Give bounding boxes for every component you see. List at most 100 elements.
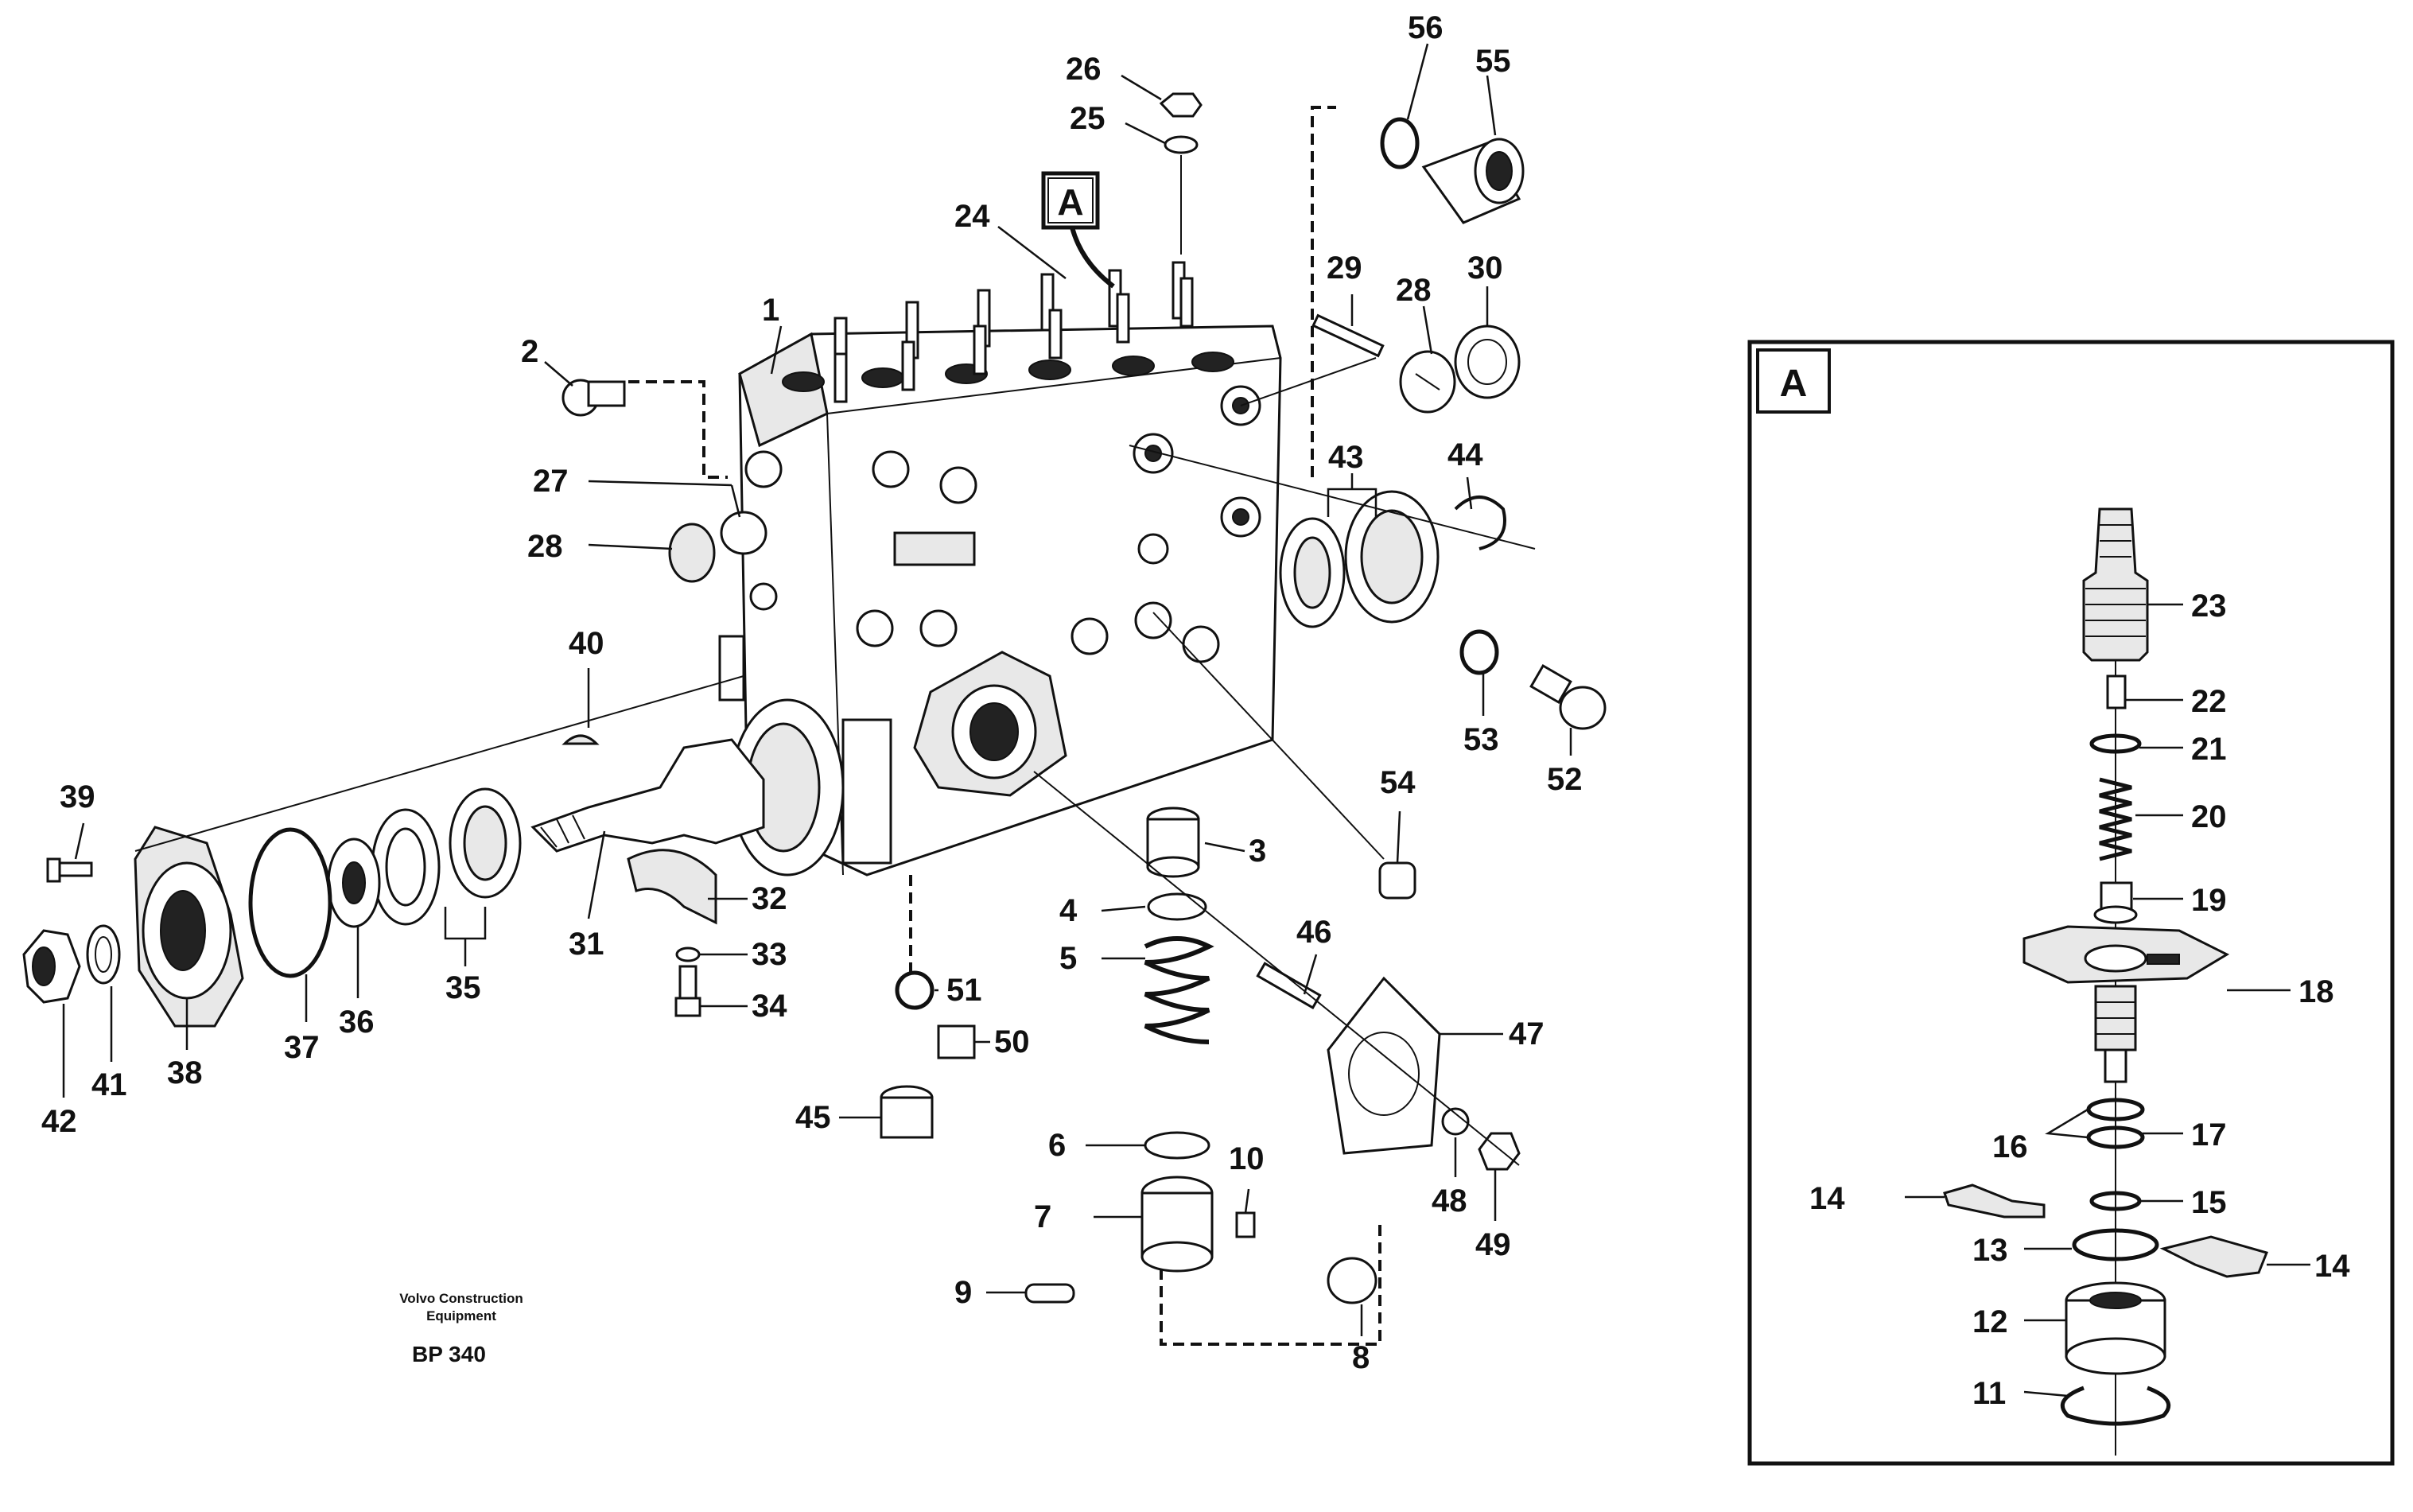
roller-8 xyxy=(1327,1257,1377,1304)
sleeve-45 xyxy=(880,1085,934,1139)
label-48: 48 xyxy=(1432,1184,1467,1219)
label-27: 27 xyxy=(533,464,569,499)
label-22: 22 xyxy=(2191,684,2227,719)
bracket-32 xyxy=(627,849,717,925)
plug-54 xyxy=(1378,861,1416,900)
sealing-ring-56 xyxy=(1380,117,1420,169)
camshaft xyxy=(530,738,765,853)
callout-a-label: A xyxy=(1057,181,1083,223)
label-16: 16 xyxy=(1992,1129,2028,1164)
label-31: 31 xyxy=(569,927,604,962)
bolt-34 xyxy=(674,965,701,1017)
label-13: 13 xyxy=(1972,1233,2008,1268)
label-39: 39 xyxy=(60,779,95,814)
label-15: 15 xyxy=(2191,1185,2227,1220)
end-cover-38 xyxy=(134,826,244,1028)
cap-27 xyxy=(720,511,767,555)
gasket-47 xyxy=(1327,976,1441,1155)
nut-49 xyxy=(1478,1132,1521,1171)
label-14-left: 14 xyxy=(1809,1181,1845,1216)
label-5: 5 xyxy=(1059,941,1077,976)
pin-9 xyxy=(1024,1283,1075,1304)
bearing-43 xyxy=(1279,490,1440,628)
plug-50 xyxy=(937,1024,976,1059)
label-3: 3 xyxy=(1249,834,1266,869)
label-52: 52 xyxy=(1547,762,1583,797)
banjo-bolt-52 xyxy=(1529,663,1607,730)
label-34: 34 xyxy=(752,989,787,1024)
label-24: 24 xyxy=(954,199,990,234)
label-41: 41 xyxy=(91,1067,127,1102)
drawing-code: BP 340 xyxy=(412,1342,486,1366)
label-6: 6 xyxy=(1048,1128,1066,1163)
screw-10 xyxy=(1235,1211,1256,1238)
circlip-44 xyxy=(1454,496,1506,550)
label-29: 29 xyxy=(1327,251,1362,286)
label-28-left: 28 xyxy=(527,529,563,564)
label-49: 49 xyxy=(1475,1227,1511,1262)
label-20: 20 xyxy=(2191,799,2227,834)
detail-a-title: A xyxy=(1780,363,1808,405)
label-56: 56 xyxy=(1408,10,1444,45)
label-37: 37 xyxy=(284,1030,320,1065)
label-33: 33 xyxy=(752,937,787,972)
label-2: 2 xyxy=(521,334,538,369)
pin-29 xyxy=(1311,313,1385,358)
cap-28-right xyxy=(1399,350,1456,414)
axis-line-gasket xyxy=(1033,771,1520,1166)
label-21: 21 xyxy=(2191,732,2227,767)
label-28-right: 28 xyxy=(1396,273,1432,308)
label-51: 51 xyxy=(946,973,982,1008)
callout-a-main: A xyxy=(1041,171,1115,289)
seal-36 xyxy=(327,838,381,928)
axis-line-plug xyxy=(1152,612,1385,860)
label-1: 1 xyxy=(762,293,779,328)
dashed-link-2 xyxy=(628,380,728,479)
label-55: 55 xyxy=(1475,44,1511,79)
label-26: 26 xyxy=(1066,52,1102,87)
detail-a-panel: A xyxy=(1747,340,2395,1466)
tappet-3 xyxy=(1146,807,1200,878)
delivery-valve-55 xyxy=(1421,138,1525,224)
seat-4 xyxy=(1147,892,1207,921)
label-38: 38 xyxy=(167,1055,203,1090)
bolt-39 xyxy=(46,857,93,883)
label-53: 53 xyxy=(1463,722,1499,757)
axis-line-bearing xyxy=(1129,445,1536,550)
label-30: 30 xyxy=(1467,251,1503,286)
seat-6 xyxy=(1144,1131,1210,1160)
label-54: 54 xyxy=(1380,765,1416,800)
label-7: 7 xyxy=(1034,1199,1051,1234)
manufacturer-line1: Volvo Construction xyxy=(399,1291,523,1306)
nut-42 xyxy=(22,929,81,1004)
label-9: 9 xyxy=(954,1275,972,1310)
label-17: 17 xyxy=(2191,1117,2227,1152)
label-46: 46 xyxy=(1296,915,1332,950)
washer-53 xyxy=(1459,629,1499,675)
label-25: 25 xyxy=(1070,101,1105,136)
axis-line-cap xyxy=(1240,357,1377,406)
pump-housing xyxy=(718,261,1282,876)
nut-30 xyxy=(1454,325,1521,399)
manufacturer-line2: Equipment xyxy=(426,1308,496,1323)
dashed-link-8 xyxy=(1160,1221,1381,1346)
label-36: 36 xyxy=(339,1005,375,1040)
stud-25-26 xyxy=(1159,92,1203,255)
label-35: 35 xyxy=(445,970,481,1005)
washer-41 xyxy=(86,924,121,985)
label-43: 43 xyxy=(1328,440,1364,475)
label-40: 40 xyxy=(569,626,604,661)
label-32: 32 xyxy=(752,881,787,916)
washer-48 xyxy=(1441,1107,1470,1136)
label-14-right: 14 xyxy=(2314,1249,2350,1284)
washer-51 xyxy=(895,970,935,1010)
label-45: 45 xyxy=(795,1100,831,1135)
label-12: 12 xyxy=(1972,1304,2008,1339)
label-44: 44 xyxy=(1447,437,1483,472)
label-18: 18 xyxy=(2298,974,2334,1009)
callout-labels-main: 1 2 3 4 5 6 7 8 9 10 24 25 26 27 28 28 xyxy=(41,10,1583,1375)
label-47: 47 xyxy=(1509,1016,1545,1051)
label-8: 8 xyxy=(1352,1340,1370,1375)
